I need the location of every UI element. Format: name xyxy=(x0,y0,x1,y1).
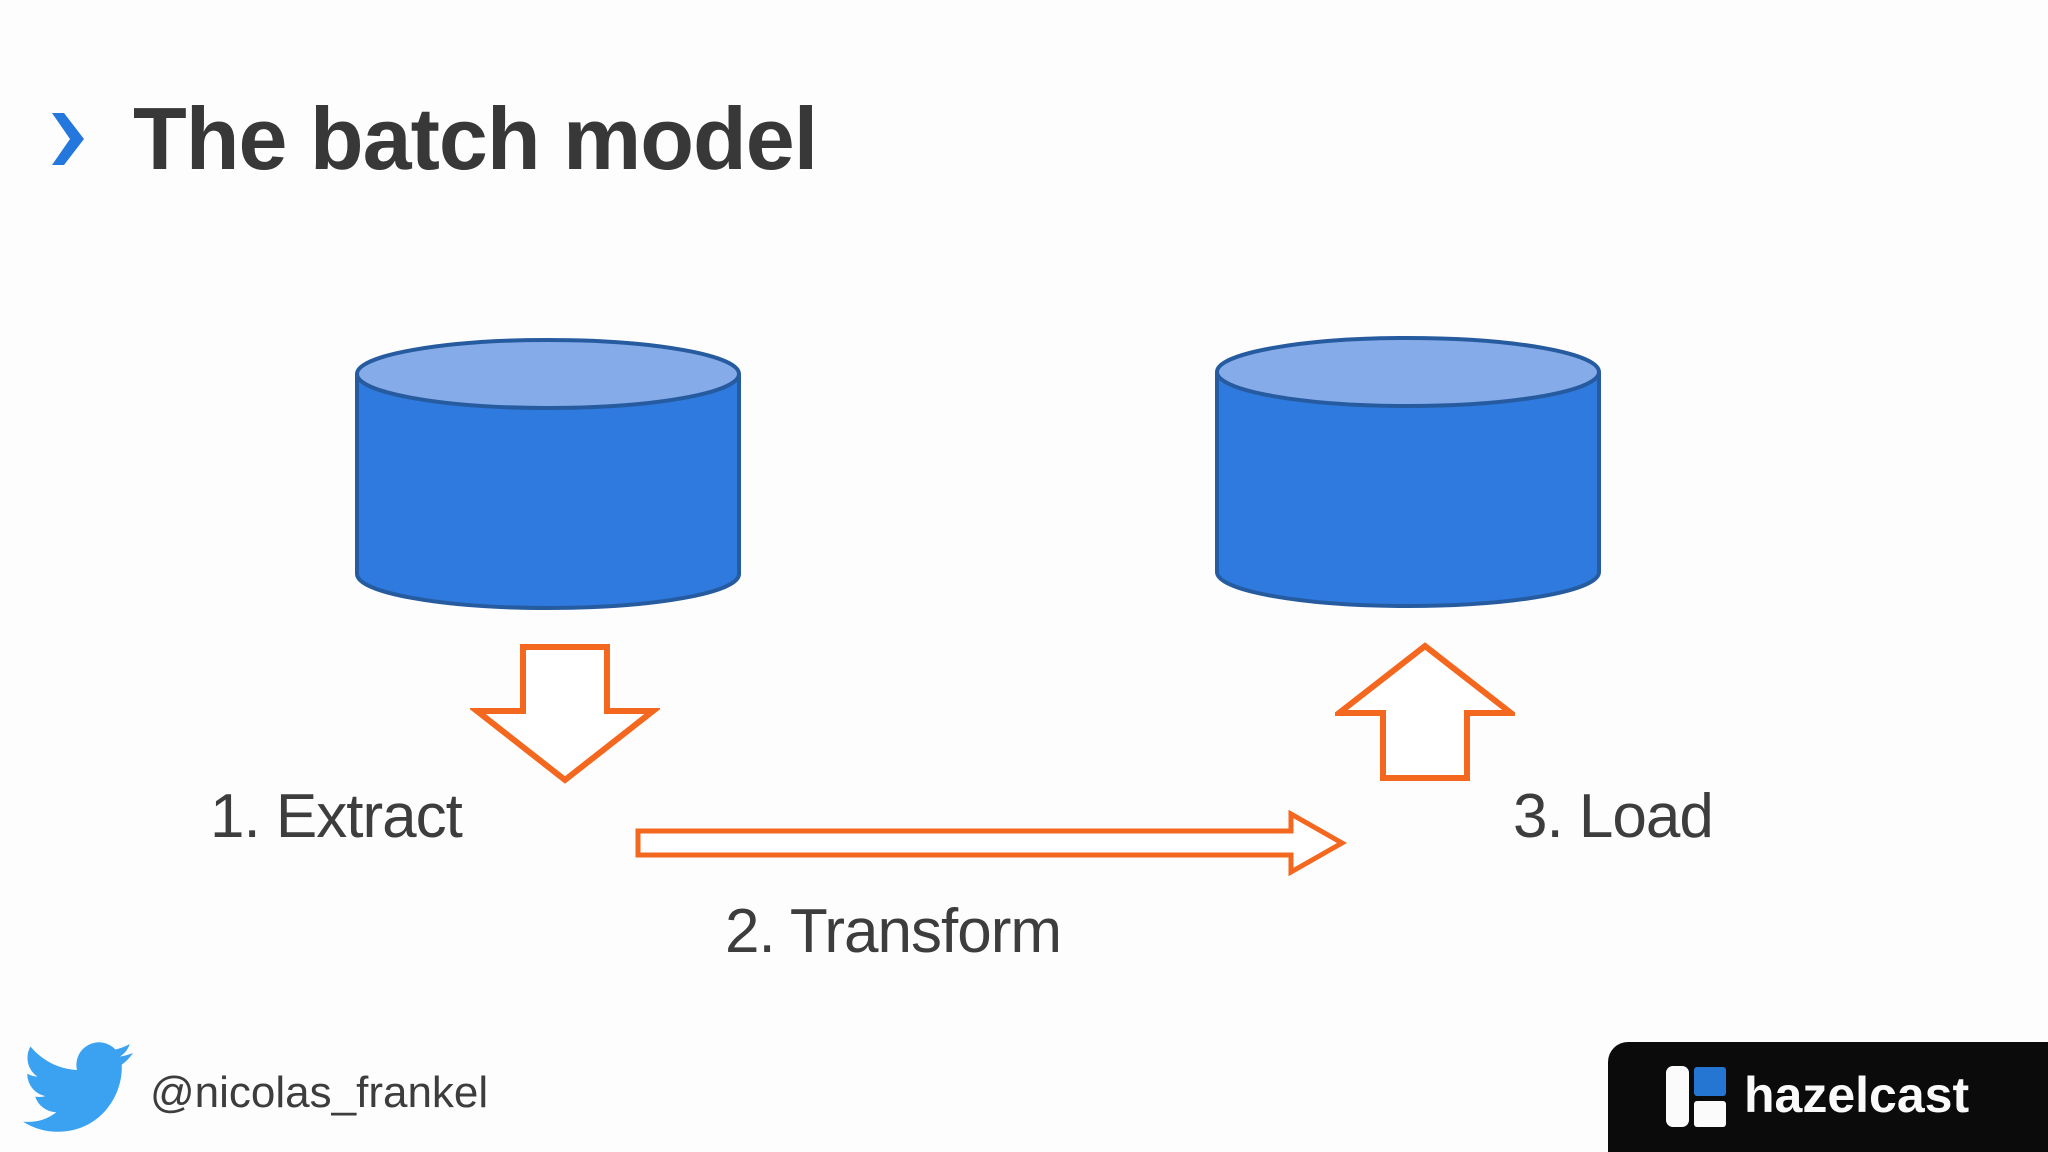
extract-down-arrow-icon xyxy=(470,644,660,784)
step-label-transform: 2. Transform xyxy=(725,897,1062,966)
transform-right-arrow-icon xyxy=(635,810,1347,877)
twitter-handle: @nicolas_frankel xyxy=(150,1068,489,1117)
hazelcast-logo-text: hazelcast xyxy=(1744,1067,1970,1123)
load-up-arrow-icon xyxy=(1335,642,1515,781)
logo-blue-square xyxy=(1694,1067,1726,1096)
step-label-extract: 1. Extract xyxy=(210,782,463,851)
logo-white-square xyxy=(1694,1101,1726,1127)
chevron-right-icon xyxy=(52,113,84,165)
page-title: The batch model xyxy=(133,89,818,188)
source-database-cylinder-icon xyxy=(355,338,741,610)
step-label-load: 3. Load xyxy=(1513,782,1714,851)
hazelcast-logo-mark-icon xyxy=(1666,1066,1728,1128)
target-database-cylinder-icon xyxy=(1215,336,1601,608)
hazelcast-logo: hazelcast xyxy=(1608,1042,2048,1152)
logo-bar xyxy=(1666,1066,1689,1127)
twitter-bird-icon xyxy=(23,1042,133,1132)
